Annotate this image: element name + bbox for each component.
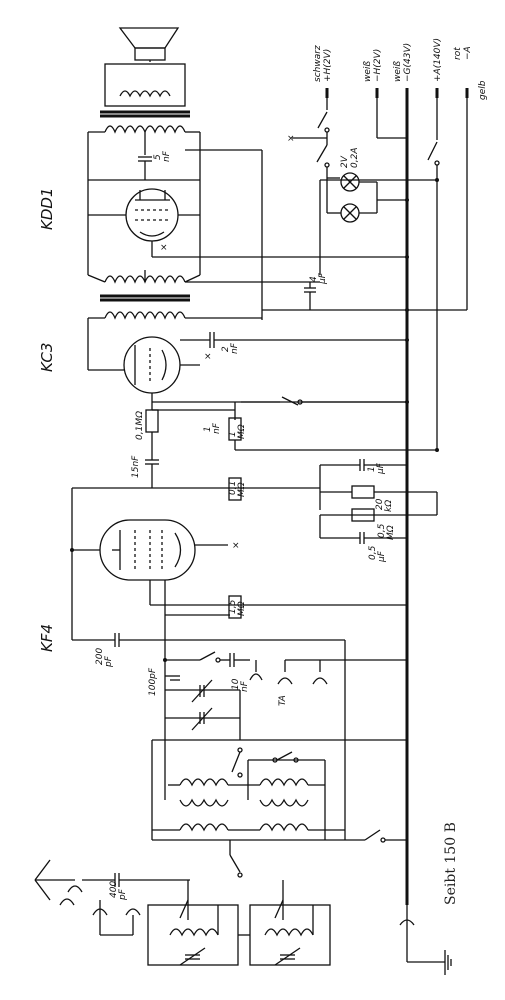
band-switch-1 xyxy=(231,747,243,778)
resistor-20kohm xyxy=(351,485,375,499)
terminal-4-signal: +A(140V) xyxy=(433,38,443,82)
resistor-0-1mohm-2 xyxy=(228,477,242,501)
resistor-0-1mohm xyxy=(145,409,159,433)
cap-2nf-unit: nF xyxy=(230,342,240,354)
ground-symbol xyxy=(399,919,452,975)
resistor-1-5mohm xyxy=(228,595,242,619)
tube-label-kf4: KF4 xyxy=(38,624,56,652)
speaker-transformer xyxy=(100,63,190,134)
cap-400pf-value: 400 xyxy=(109,881,119,898)
cap-1uf-unit: µF xyxy=(376,462,386,475)
svg-text:×: × xyxy=(287,134,295,144)
heater-switch: × xyxy=(287,98,330,178)
cap-400pf-unit: pF xyxy=(118,888,128,901)
cap-1nf-unit: nF xyxy=(212,422,222,434)
terminal-leads xyxy=(325,88,469,100)
tone-switch xyxy=(241,396,407,406)
cap-1uf-value: 1 xyxy=(367,466,377,472)
cap-5nf-unit: nF xyxy=(162,150,172,162)
cap-5nf-value: 5 xyxy=(153,154,163,160)
cap-200pf-unit: pF xyxy=(104,655,114,668)
tube-label-kc3: KC3 xyxy=(38,343,56,372)
cap-10nf-unit: nF xyxy=(240,680,250,692)
anode-switch xyxy=(427,98,440,450)
terminal-6-color: gelb xyxy=(478,80,488,100)
schematic-caption: Seibt 150 B xyxy=(443,822,459,905)
rf-coils xyxy=(151,739,407,841)
svg-text:×: × xyxy=(204,352,212,362)
resistor-0-5mohm xyxy=(351,508,375,522)
tube-label-kdd1: KDD1 xyxy=(38,188,56,230)
cap-100pf: 100pF xyxy=(148,667,158,696)
cap-4uf-unit: µF xyxy=(318,272,328,285)
driver-transformer xyxy=(100,275,190,320)
terminal-3-signal: −G(43V) xyxy=(403,43,413,82)
pilot-lamps xyxy=(326,172,409,223)
res-20k-value: 20 xyxy=(375,498,385,510)
cap-4uf-value: 4 xyxy=(309,276,319,282)
cap-1nf-value: 1 xyxy=(203,426,213,432)
res-1m-unit: MΩ xyxy=(237,424,247,439)
antenna xyxy=(34,859,83,906)
terminal-5-color: rot xyxy=(453,47,463,60)
res-05-value: 0,5 xyxy=(377,523,387,538)
cap-05-value: 0,5 xyxy=(368,545,378,560)
terminal-2-color: weiß xyxy=(363,61,373,82)
res-15m-value: 1,5 xyxy=(228,599,238,614)
res-20k-unit: kΩ xyxy=(384,500,394,512)
lamp-voltage: 2V xyxy=(340,155,350,168)
lamp-current: 0,2A xyxy=(350,148,360,168)
cap-05-unit: µF xyxy=(377,550,387,563)
loudspeaker xyxy=(118,27,180,62)
res-01m2-value: 0,1 xyxy=(228,481,238,495)
cap-10nf-value: 10 xyxy=(231,678,241,690)
cap-200pf-value: 200 xyxy=(95,648,105,665)
tube-kf4: × xyxy=(99,519,240,581)
terminal-1-color: schwarz xyxy=(313,45,323,82)
trimmer-caps xyxy=(165,679,241,740)
pickup-switch xyxy=(199,651,263,681)
res-01m2-unit: MΩ xyxy=(237,482,247,497)
terminal-1-signal: +H(2V) xyxy=(323,49,333,82)
wave-switch xyxy=(345,829,407,843)
terminal-3-color: weiß xyxy=(393,61,403,82)
terminal-5-signal: −A xyxy=(463,46,473,60)
terminal-2-signal: −H(2V) xyxy=(373,49,383,82)
antenna-coils xyxy=(147,880,331,966)
ta-label: TA xyxy=(278,695,288,706)
band-switch-2 xyxy=(272,751,299,763)
res-1m-value: 1 xyxy=(228,431,238,437)
cap-15nf: 15nF xyxy=(131,455,141,478)
res-01m-value: 0,1MΩ xyxy=(135,411,145,440)
cap-2nf-value: 2 xyxy=(221,346,231,352)
res-05-unit: MΩ xyxy=(386,525,396,540)
res-15m-unit: MΩ xyxy=(237,601,247,616)
svg-text:×: × xyxy=(160,243,168,253)
svg-text:×: × xyxy=(232,541,240,551)
ta-jack xyxy=(277,659,407,685)
